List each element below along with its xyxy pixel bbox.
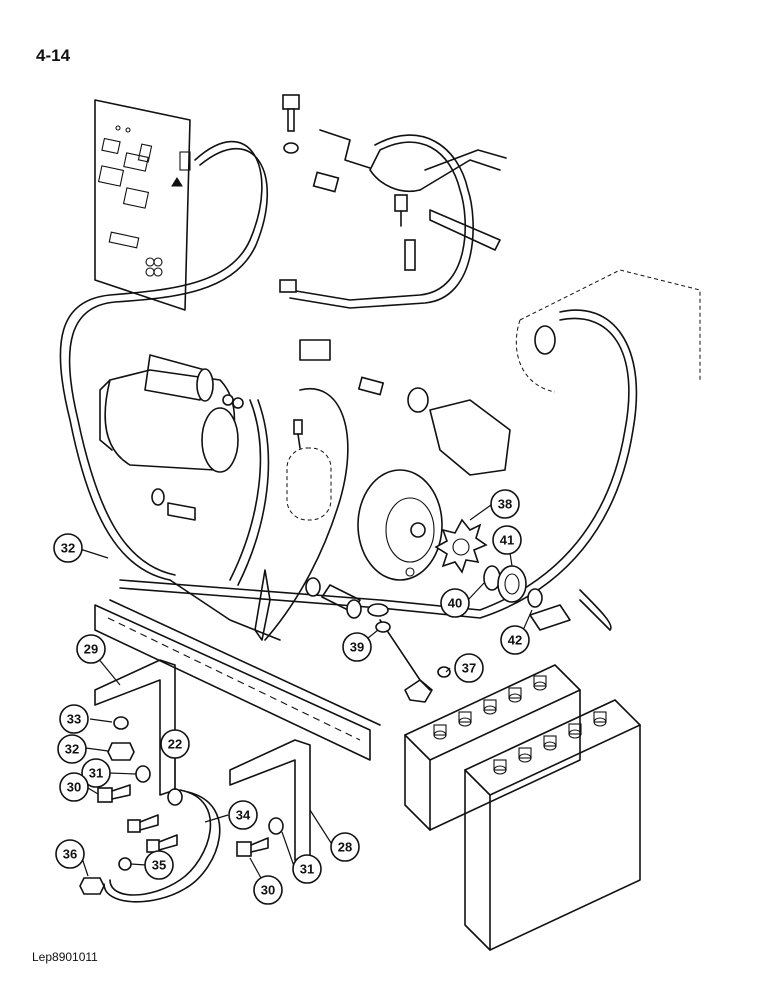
cable-lug [404, 666, 451, 703]
battery-straps [103, 789, 221, 903]
svg-text:36: 36 [63, 847, 77, 862]
batteries [404, 664, 641, 951]
svg-text:33: 33 [67, 712, 81, 727]
svg-text:29: 29 [84, 642, 98, 657]
mounting-brackets [79, 659, 311, 895]
callout-33: 33 [59, 704, 89, 734]
svg-text:41: 41 [500, 533, 514, 548]
svg-text:28: 28 [338, 840, 352, 855]
engine-block-outline [515, 269, 701, 393]
callout-41: 41 [492, 525, 522, 555]
callout-32: 32 [57, 734, 87, 764]
fan-pulley [434, 518, 612, 631]
callout-29: 29 [76, 634, 106, 664]
callout-40: 40 [440, 588, 470, 618]
callout-31: 31 [292, 854, 322, 884]
slotted-bracket [94, 569, 381, 761]
callout-36: 36 [55, 839, 85, 869]
svg-text:32: 32 [61, 541, 75, 556]
page-number: 4-14 [36, 46, 71, 65]
callout-35: 35 [144, 850, 174, 880]
top-hardware [279, 94, 501, 361]
svg-text:30: 30 [67, 780, 81, 795]
svg-text:37: 37 [462, 661, 476, 676]
svg-text:30: 30 [261, 883, 275, 898]
callout-30: 30 [59, 772, 89, 802]
callout-42: 42 [500, 625, 530, 655]
svg-text:38: 38 [498, 497, 512, 512]
callout-30: 30 [253, 875, 283, 905]
alternator [305, 376, 511, 633]
callout-37: 37 [454, 653, 484, 683]
svg-text:40: 40 [448, 596, 462, 611]
svg-text:31: 31 [300, 862, 314, 877]
callout-28: 28 [330, 832, 360, 862]
svg-text:39: 39 [350, 640, 364, 655]
svg-text:22: 22 [168, 737, 182, 752]
circuit-board [94, 99, 191, 311]
callout-32: 32 [53, 533, 83, 563]
starter-motor [99, 354, 244, 521]
callout-34: 34 [228, 800, 258, 830]
svg-text:35: 35 [152, 858, 166, 873]
callout-31: 31 [81, 758, 111, 788]
svg-text:42: 42 [508, 633, 522, 648]
callout-22: 22 [160, 729, 190, 759]
svg-text:31: 31 [89, 766, 103, 781]
svg-text:32: 32 [65, 742, 79, 757]
callout-38: 38 [490, 489, 520, 519]
svg-text:34: 34 [236, 808, 251, 823]
callout-39: 39 [342, 632, 372, 662]
dashed-component [286, 419, 332, 521]
drawing-reference-code: Lep8901011 [32, 950, 98, 964]
